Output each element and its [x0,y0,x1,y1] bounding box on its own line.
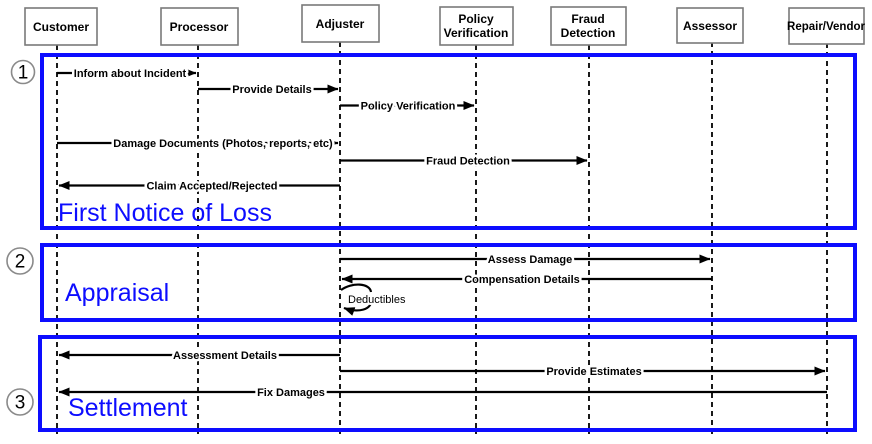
message-compensation-details: Compensation Details [341,272,712,289]
actor-fraud-detection-box [550,6,627,46]
actor-fraud-detection-label-1: Fraud [571,12,604,26]
actor-policy-verification: Policy Verification [439,6,514,46]
actor-assessor-box [676,7,744,44]
actor-fraud-detection-label-2: Detection [561,26,616,40]
actor-customer: Customer [24,7,98,46]
actor-assessor: Assessor [676,7,744,44]
section-number-2: 2 [6,247,34,275]
actor-adjuster: Adjuster [301,4,380,43]
actor-adjuster-box [301,4,380,43]
actor-repair-vendor-label: Repair/Vendor [787,21,865,33]
section-number-3-text: 3 [15,393,26,414]
actor-assessor-label: Assessor [683,19,737,33]
message-claim-accepted-rejected-label: Claim Accepted/Rejected [146,181,277,193]
circle-1-icon [10,59,36,85]
section-label-settlement: Settlement [68,394,188,422]
circle-3-icon [6,388,34,416]
circle-2-icon [6,247,34,275]
section-label-first-notice-of-loss: First Notice of Loss [58,199,272,227]
actor-policy-verification-label-2: Verification [444,26,509,40]
section-number-1: 1 [10,59,36,85]
message-provide-estimates-label: Provide Estimates [546,366,641,378]
actor-repair-vendor: Repair/Vendor [787,7,866,45]
actor-policy-verification-label-1: Policy [458,12,494,26]
message-damage-documents: Damage Documents (Photos, reports, etc) [57,136,339,153]
message-inform-about-incident: Inform about Incident [57,66,197,83]
message-provide-details: Provide Details [198,82,339,99]
actor-repair-vendor-box [788,7,865,45]
message-damage-documents-label: Damage Documents (Photos, reports, etc) [113,138,333,150]
message-policy-verification: Policy Verification [340,98,475,115]
message-deductibles-label: Deductibles [348,294,406,306]
section-label-appraisal: Appraisal [65,279,169,307]
actor-processor-box [160,7,239,46]
message-assessment-details-label: Assessment Details [173,350,277,362]
actor-customer-label: Customer [33,20,89,34]
message-provide-details-label: Provide Details [232,84,311,96]
section-box-appraisal [40,243,857,322]
section-number-1-text: 1 [18,63,29,84]
actor-policy-verification-box [439,6,514,46]
message-fix-damages: Fix Damages [58,385,827,402]
actor-adjuster-label: Adjuster [316,17,365,31]
message-assess-damage: Assess Damage [340,252,711,269]
message-provide-estimates: Provide Estimates [340,364,826,381]
message-inform-about-incident-label: Inform about Incident [74,68,187,80]
actor-fraud-detection: Fraud Detection [550,6,627,46]
actor-processor-label: Processor [170,20,229,34]
message-fraud-detection-label: Fraud Detection [426,156,510,168]
section-box-first-notice-of-loss [40,53,857,230]
message-compensation-details-label: Compensation Details [464,274,580,286]
section-number-3: 3 [6,388,34,416]
message-claim-accepted-rejected: Claim Accepted/Rejected [58,178,340,195]
message-assessment-details: Assessment Details [58,348,340,365]
message-deductibles-self-loop: Deductibles [340,283,408,316]
message-assess-damage-label: Assess Damage [488,254,572,266]
section-box-settlement [38,335,857,432]
message-fraud-detection: Fraud Detection [340,153,588,170]
actor-processor: Processor [160,7,239,46]
section-number-2-text: 2 [15,252,26,273]
message-policy-verification-label: Policy Verification [361,101,456,113]
actor-customer-box [24,7,98,46]
message-fix-damages-label: Fix Damages [257,387,325,399]
